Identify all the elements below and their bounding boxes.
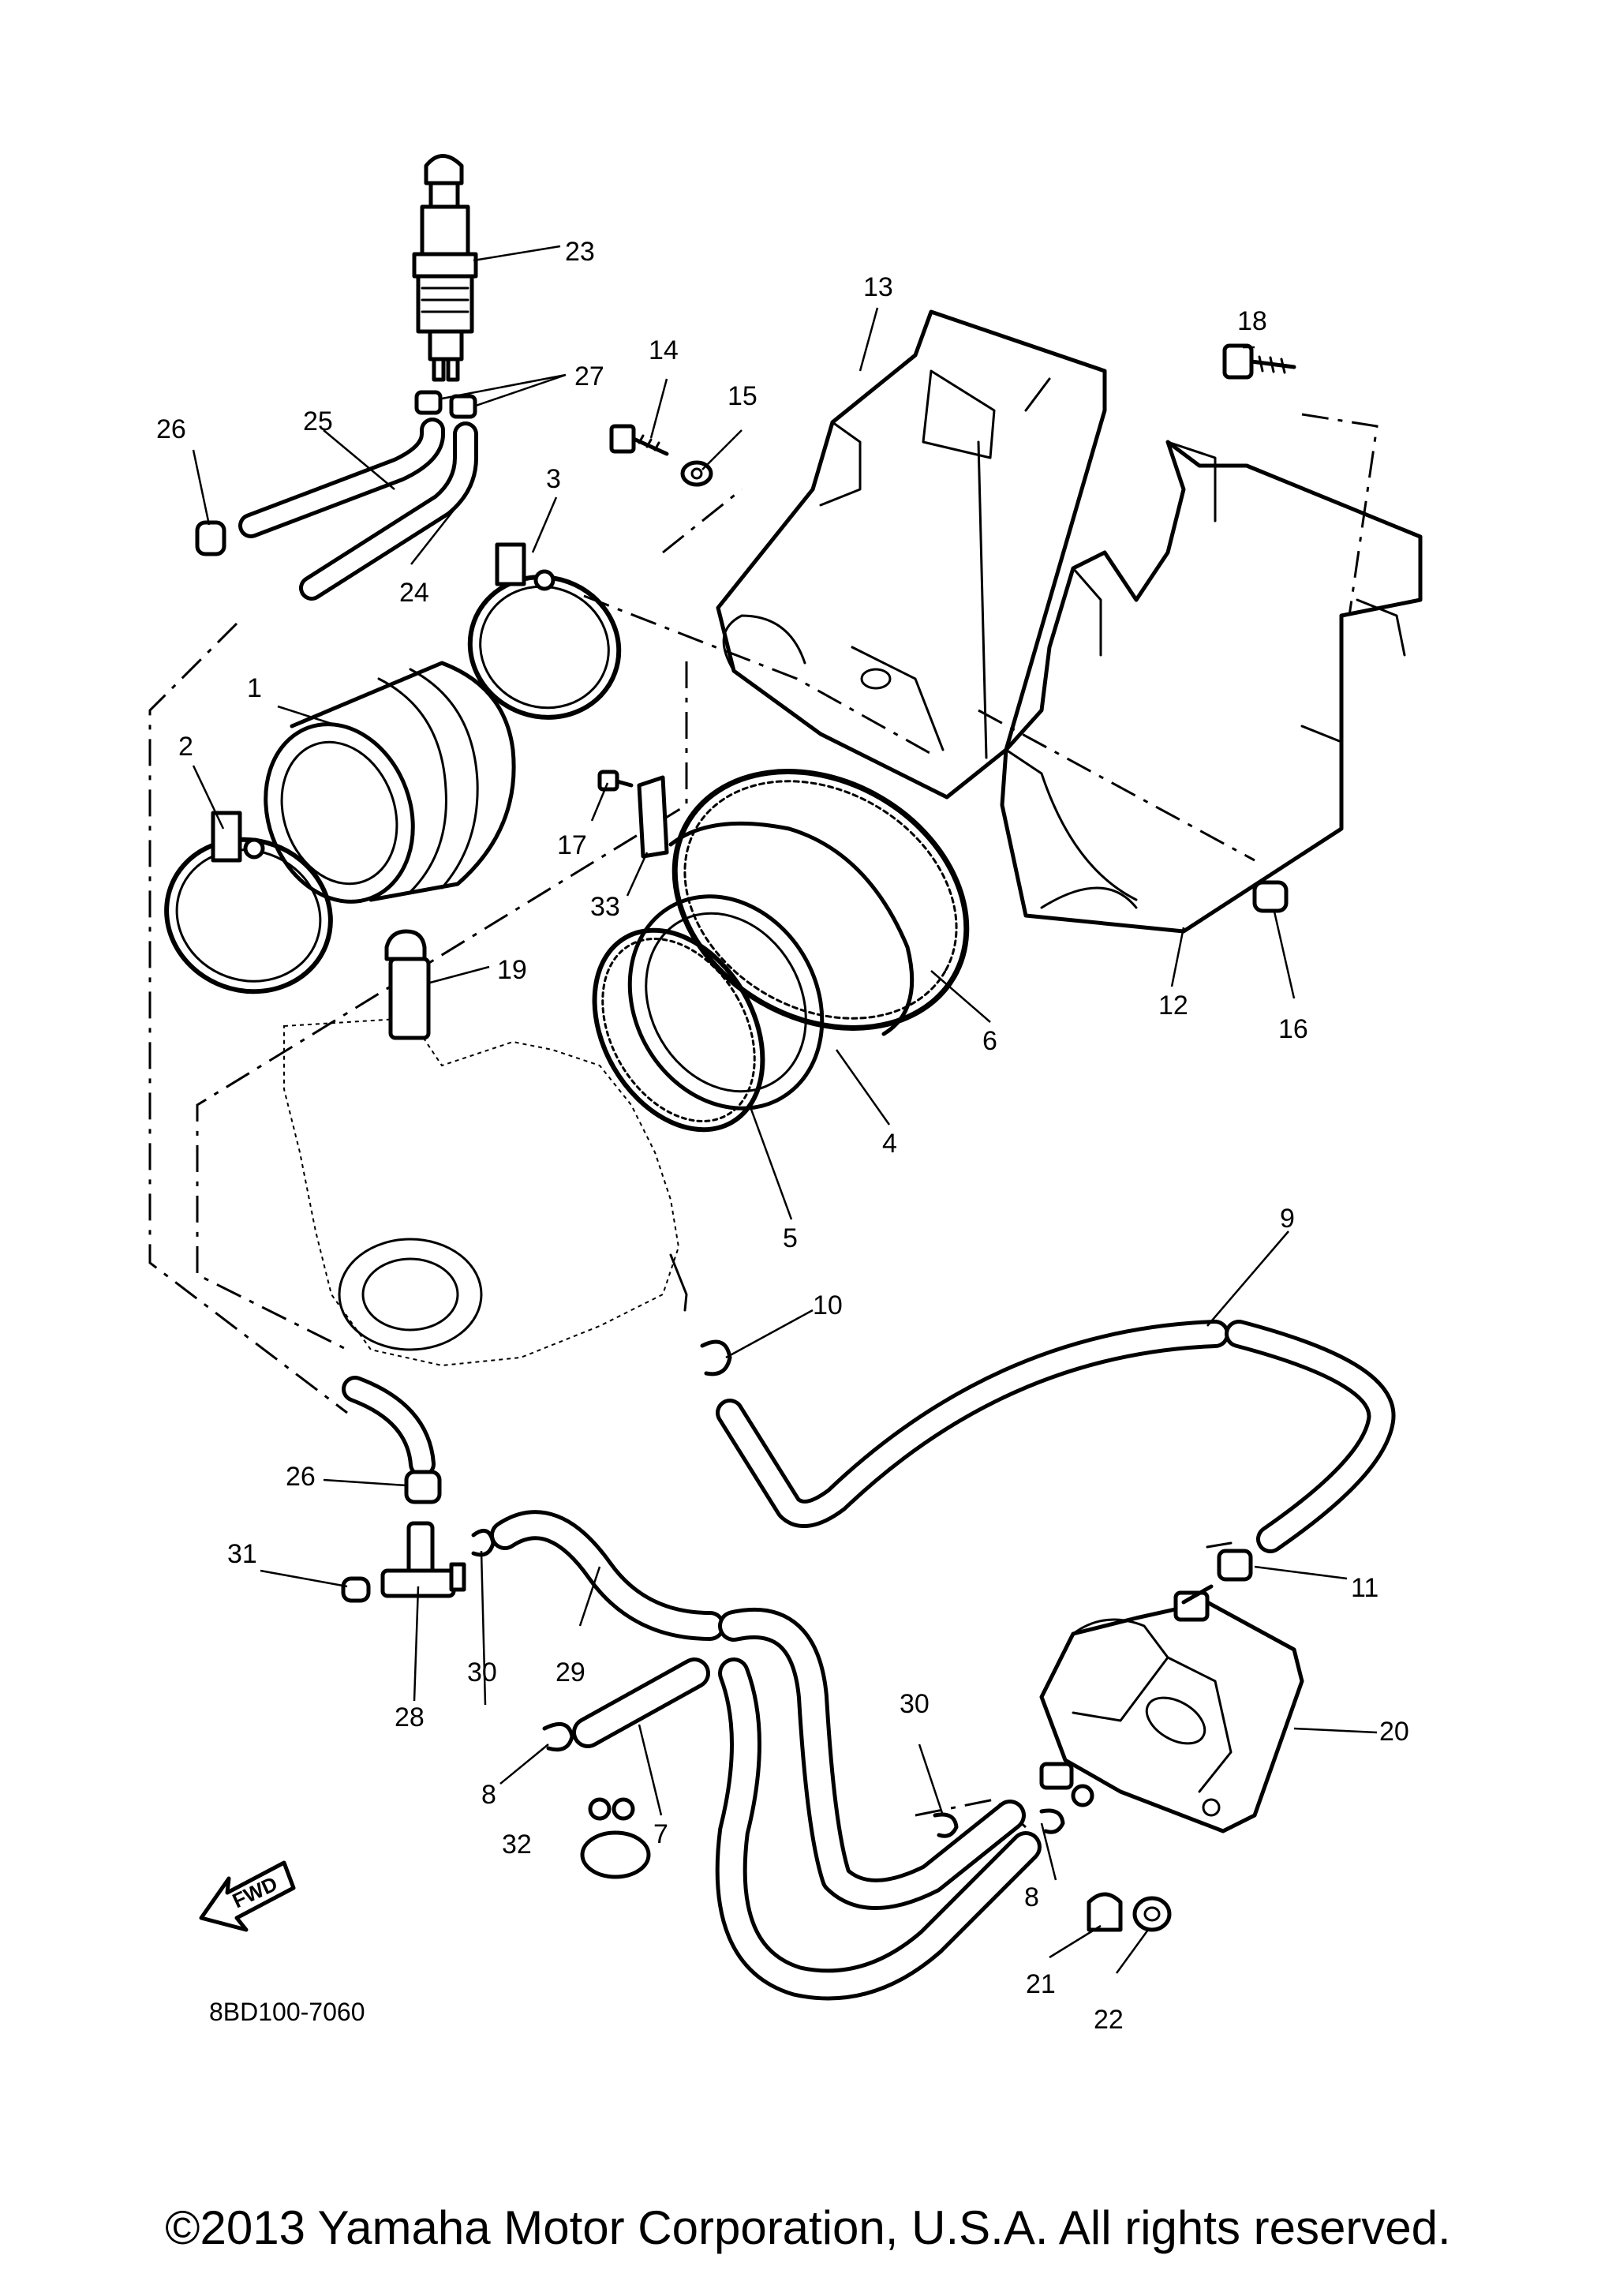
label-3: 3: [546, 464, 561, 494]
label-18: 18: [1237, 306, 1267, 336]
hose-u-shape: [542, 1607, 1065, 2001]
label-27: 27: [574, 361, 604, 391]
label-4: 4: [882, 1129, 897, 1159]
air-cleaner-joint-4: [627, 769, 970, 1111]
carburetor-joint-1: [264, 661, 516, 904]
label-2: 2: [178, 732, 193, 762]
label-14: 14: [649, 335, 679, 365]
starter-plunger-assembly: [195, 154, 478, 601]
clamp-2: [164, 811, 333, 994]
label-22: 22: [1094, 2005, 1124, 2035]
forward-arrow: FWD: [199, 1860, 296, 1932]
fuel-pump-20: [1039, 1584, 1304, 1932]
copyright-notice: ©2013 Yamaha Motor Corporation, U.S.A. A…: [165, 2201, 1451, 2254]
air-filter-case-12: [1000, 440, 1423, 934]
clamp-3: [467, 542, 622, 720]
hose-9: [716, 1320, 1396, 1553]
label-31: 31: [227, 1539, 257, 1569]
label-26-bottom: 26: [286, 1462, 316, 1492]
label-5: 5: [783, 1223, 798, 1253]
label-15: 15: [728, 381, 758, 411]
fasteners: [384, 343, 1296, 1040]
air-filter-case-13: [716, 309, 1107, 800]
label-20: 20: [1379, 1717, 1409, 1747]
ring-5: [592, 927, 765, 1133]
part-labels: 1 2 3 4 5 6 7 8 8 9 10 11 12 13 14 15 16…: [156, 237, 1409, 2035]
clips: [700, 1339, 1253, 1582]
label-10: 10: [813, 1290, 843, 1320]
label-25: 25: [303, 406, 333, 436]
label-6: 6: [982, 1026, 997, 1056]
drawing-code: 8BD100-7060: [209, 1998, 365, 2026]
label-9: 9: [1280, 1204, 1295, 1234]
clamp-32: [580, 1797, 651, 1879]
label-32: 32: [502, 1830, 532, 1860]
label-13: 13: [863, 272, 893, 302]
label-8-right: 8: [1024, 1882, 1039, 1912]
label-30-left: 30: [467, 1657, 497, 1687]
label-7: 7: [653, 1819, 668, 1849]
label-17: 17: [557, 830, 587, 860]
label-26-top: 26: [156, 414, 186, 444]
label-21: 21: [1026, 1969, 1056, 1999]
label-33: 33: [590, 892, 620, 922]
label-8-left: 8: [481, 1780, 496, 1810]
label-1: 1: [247, 673, 262, 703]
t-joint-assembly: [341, 1376, 725, 1641]
label-29: 29: [556, 1657, 585, 1687]
label-24: 24: [399, 578, 429, 608]
label-23: 23: [565, 237, 595, 267]
label-11: 11: [1351, 1573, 1378, 1603]
label-28: 28: [395, 1702, 425, 1732]
label-30-right: 30: [900, 1689, 930, 1719]
leader-lines: [192, 245, 1378, 1974]
label-16: 16: [1278, 1014, 1308, 1044]
label-19: 19: [497, 955, 527, 985]
label-12: 12: [1158, 991, 1188, 1021]
engine-outline: [283, 1017, 688, 1367]
